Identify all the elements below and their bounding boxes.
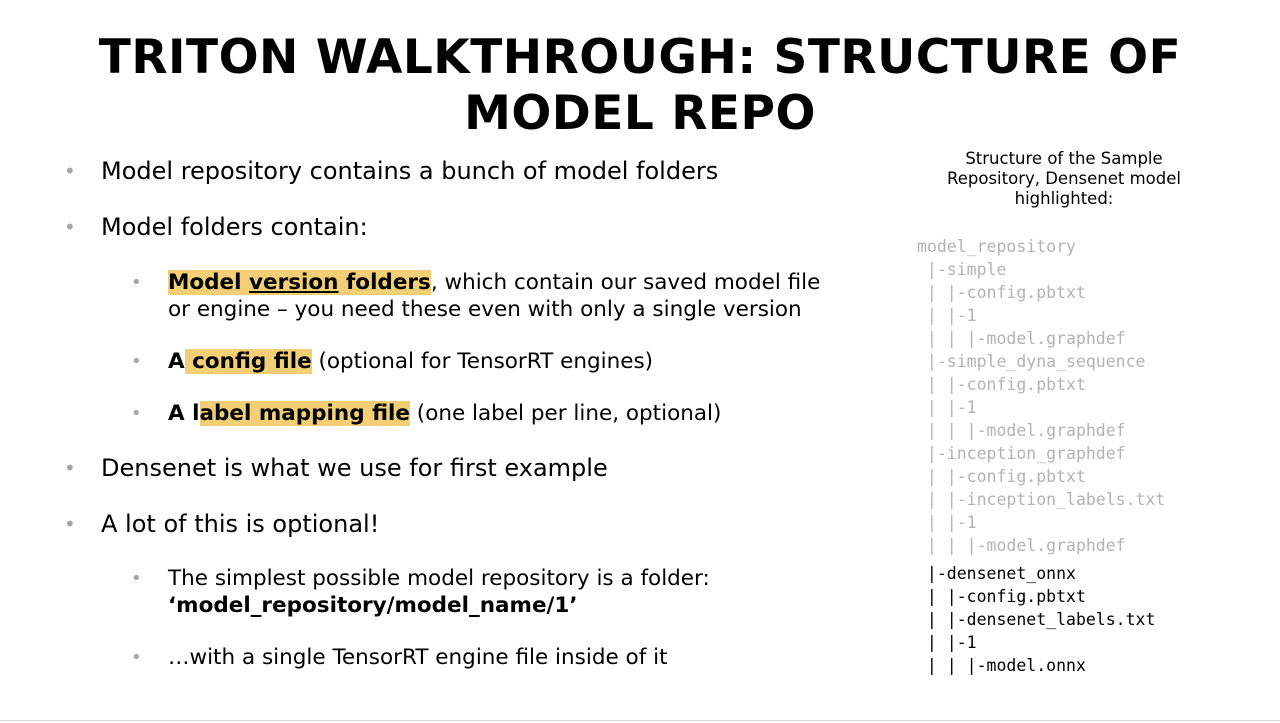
slide-title: TRITON WALKTHROUGH: STRUCTURE OF MODEL R…: [98, 30, 1182, 141]
bullet-optional: • A lot of this is optional!: [64, 510, 380, 538]
bullet-dot: •: [131, 351, 142, 372]
bullet-dot: •: [64, 159, 76, 183]
bullet-model-repository: • Model repository contains a bunch of m…: [64, 157, 719, 185]
subbullet-tensorrt-engine: • …with a single TensorRT engine file in…: [131, 645, 668, 670]
bullet-dot: •: [131, 403, 142, 424]
bullet-dot: •: [131, 647, 142, 668]
subbullet-label-mapping: • A label mapping file (one label per li…: [131, 401, 722, 426]
subbullet-simplest-repo: • The simplest possible model repository…: [131, 566, 710, 618]
sidebar-caption: Structure of the Sample Repository, Dens…: [947, 149, 1181, 208]
bullet-densenet: • Densenet is what we use for first exam…: [64, 454, 608, 482]
repo-tree-densenet: |-densenet_onnx | |-config.pbtxt | |-den…: [926, 564, 1156, 675]
bullet-dot: •: [131, 568, 142, 589]
highlight-label-mapping: abel mapping file: [199, 401, 410, 426]
repo-tree-other-models: model_repository |-simple | |-config.pbt…: [917, 237, 1166, 555]
bullet-model-folders: • Model folders contain:: [64, 213, 368, 241]
slide-bottom-divider: [0, 720, 1280, 721]
subbullet-version-folders: • Model version folders, which contain o…: [131, 270, 821, 322]
bullet-dot: •: [64, 512, 76, 536]
subbullet-config-file: • A config file (optional for TensorRT e…: [131, 349, 654, 374]
bullet-dot: •: [64, 456, 76, 480]
highlight-version-folders: Model version folders: [168, 270, 431, 295]
bullet-dot: •: [131, 272, 142, 293]
bullet-dot: •: [64, 215, 76, 239]
highlight-config-file: config file: [184, 349, 312, 374]
